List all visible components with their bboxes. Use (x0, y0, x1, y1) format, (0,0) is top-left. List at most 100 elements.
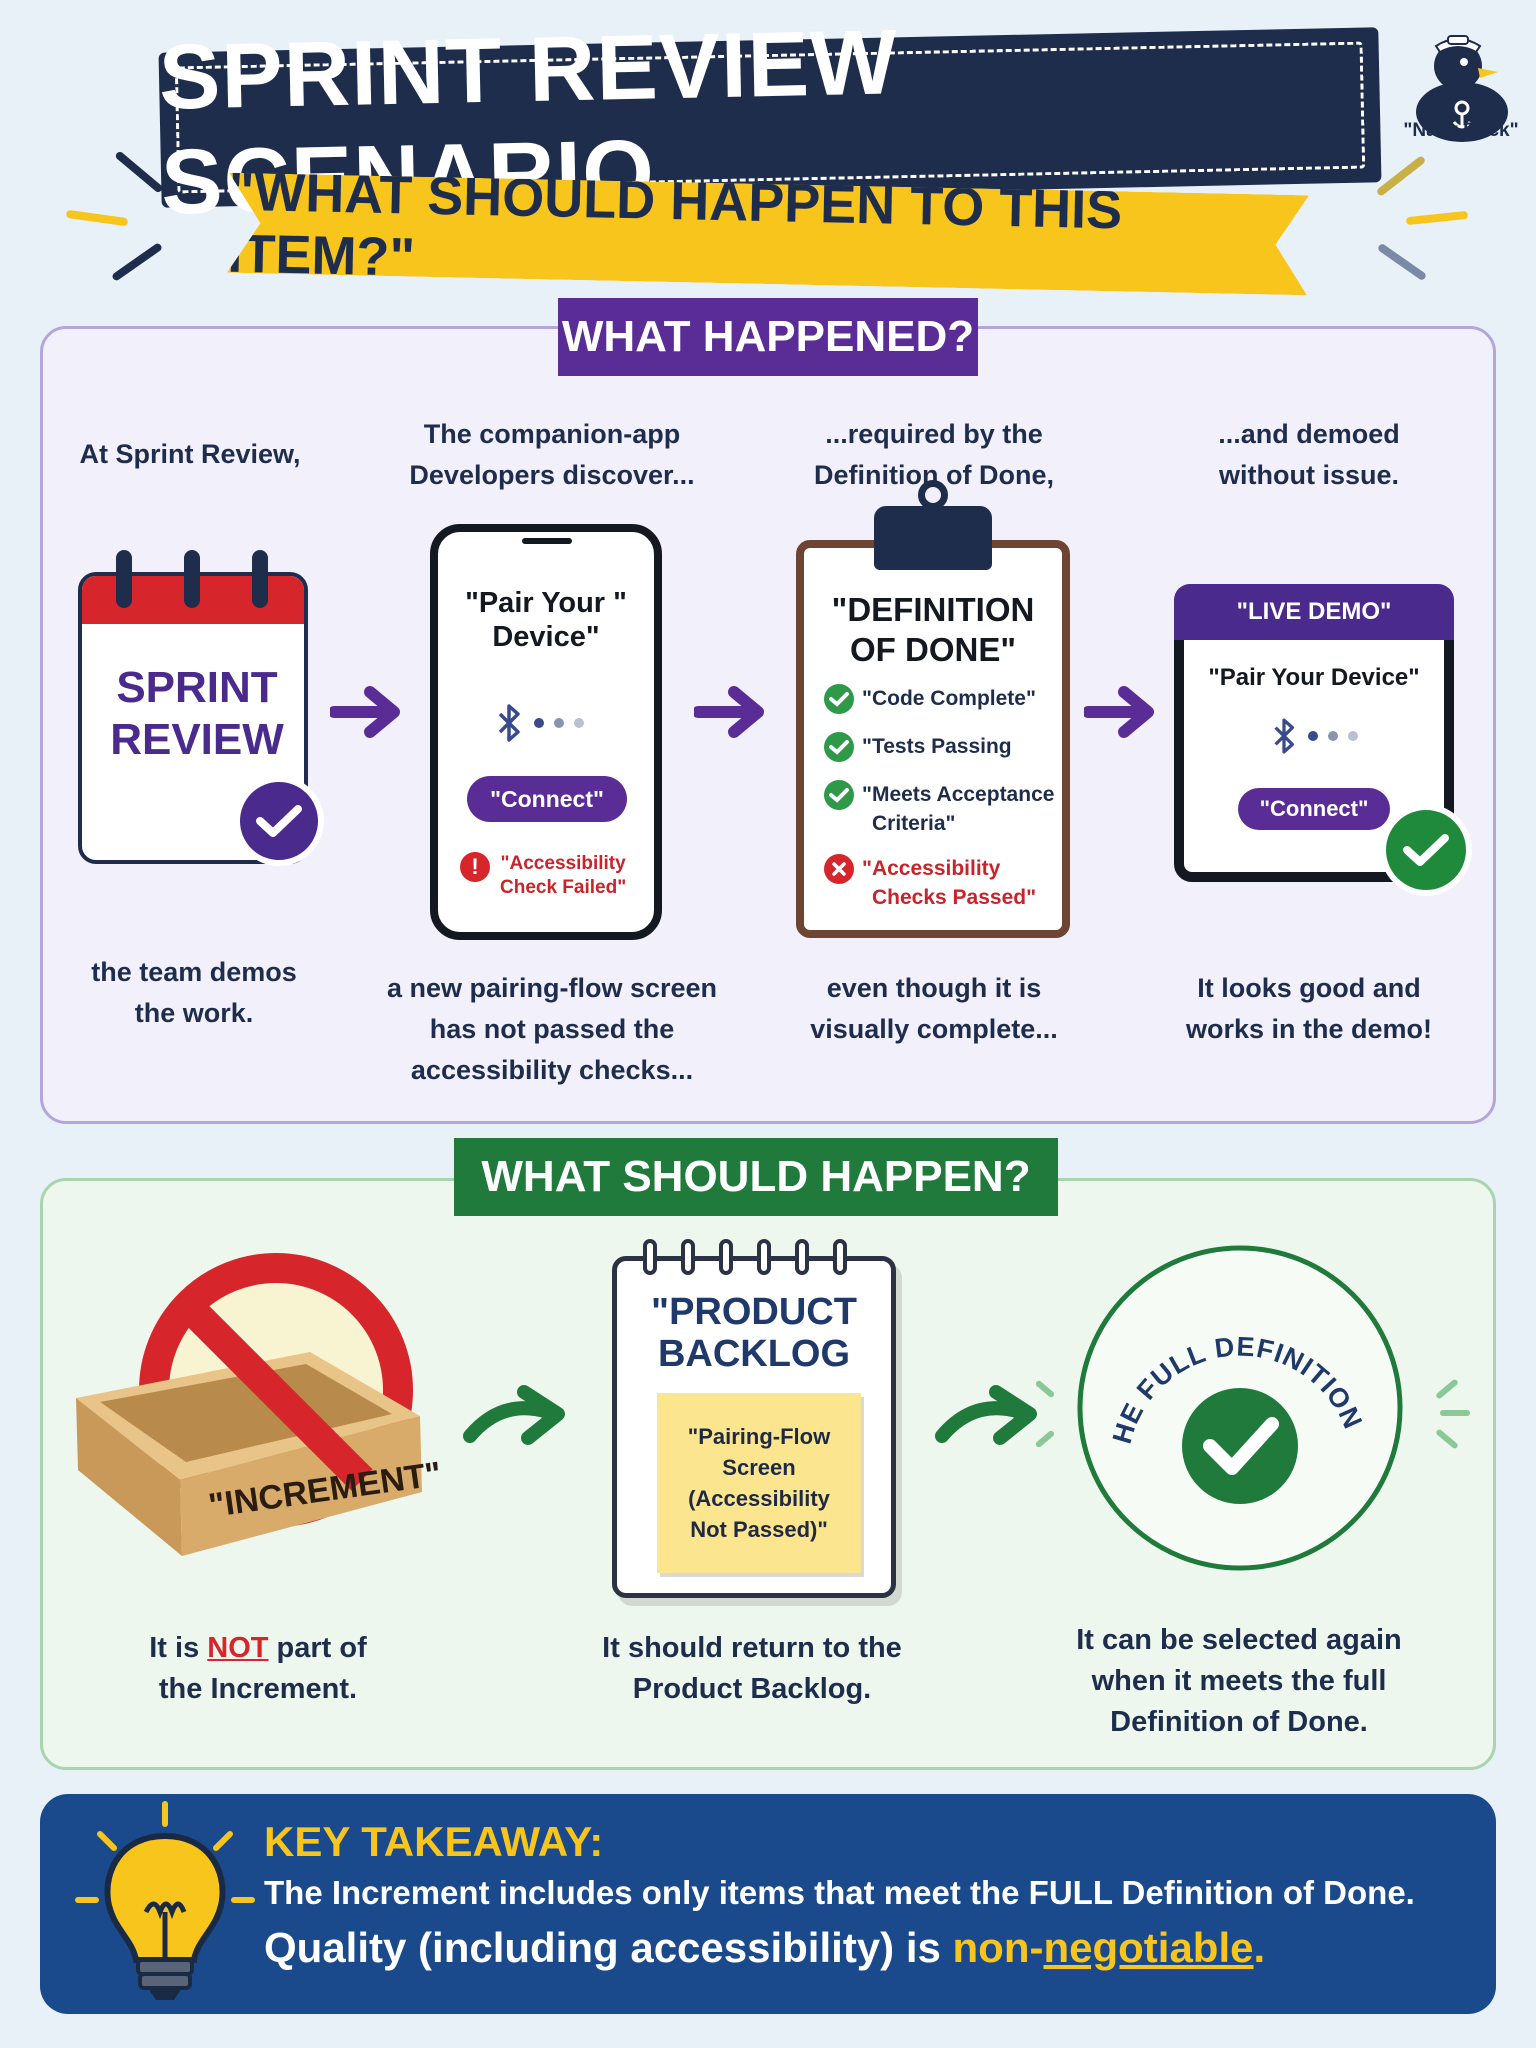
takeaway-text: . (1253, 1924, 1266, 1971)
return-to-backlog-caption: It should return to the Product Backlog. (582, 1628, 922, 1710)
sticky-line: Screen (722, 1455, 796, 1480)
bluetooth-icon (498, 704, 520, 742)
takeaway-line-1: The Increment includes only items that m… (264, 1874, 1415, 1911)
arrow-right-icon (1084, 686, 1154, 738)
takeaway-highlight: non- (952, 1924, 1044, 1971)
key-takeaway-panel (40, 1794, 1496, 2014)
takeaway-heading: KEY TAKEAWAY: (264, 1818, 604, 1865)
dod-item: "Tests Passing (824, 732, 1012, 762)
step2-caption-top: The companion-app Developers discover... (392, 414, 712, 496)
caption-line: ...and demoed (1218, 419, 1400, 449)
notebook-ring (719, 1239, 733, 1275)
warning-line: "Accessibility (500, 853, 626, 874)
sticky-note: "Pairing-Flow Screen (Accessibility Not … (657, 1393, 861, 1573)
live-demo-tablet: "LIVE DEMO" "Pair Your Device" "Connect" (1174, 584, 1454, 882)
burst-line (1405, 210, 1469, 226)
notebook-title-line: BACKLOG (657, 1333, 851, 1375)
caption-line: The companion-app (423, 419, 681, 449)
burst-line (1375, 154, 1427, 198)
calendar-text-line: SPRINT (116, 663, 278, 712)
screen-title-line: "Pair Your " (465, 587, 627, 619)
screen-title-line: Device" (492, 621, 600, 653)
calendar-ring (116, 550, 132, 608)
notebook-ring (795, 1239, 809, 1275)
burst-line (110, 242, 164, 282)
check-icon (824, 780, 854, 810)
mascot-label: "Navy Duck" (1403, 120, 1519, 141)
takeaway-highlight: negotiable (1043, 1924, 1254, 1971)
caption-line: ...required by the (825, 419, 1043, 449)
calendar-text-line: REVIEW (110, 715, 284, 764)
arrow-right-icon (330, 686, 400, 738)
arrow-right-icon (935, 1385, 1037, 1445)
sparkle-line (1440, 1410, 1470, 1416)
tablet-screen-title: "Pair Your Device" (1208, 664, 1420, 691)
not-emphasis: NOT (207, 1632, 269, 1664)
caption-line: the Increment. (158, 1673, 358, 1705)
step1-caption-top: At Sprint Review, (79, 439, 301, 469)
alert-icon: ! (460, 852, 490, 882)
takeaway-text: Quality (including accessibility) is (264, 1924, 953, 1971)
sticky-line: Not Passed)" (690, 1517, 828, 1542)
caption-line: It looks good and (1197, 973, 1421, 1003)
burst-line (1376, 242, 1428, 282)
dod-item-label: "Tests Passing (862, 735, 1012, 758)
x-icon (824, 854, 854, 884)
check-circle-icon (234, 776, 324, 866)
lightbulb-icon (75, 1801, 255, 2000)
caption-line: has not passed the (429, 1014, 675, 1044)
caption-line: It is NOT part of (110, 1628, 406, 1669)
dod-item-label: "Code Complete" (862, 687, 1036, 710)
caption-line: Definition of Done. (1110, 1706, 1368, 1738)
dod-item-label: Criteria" (872, 812, 956, 835)
caption-line: works in the demo! (1185, 1014, 1433, 1044)
dod-item-label: "Meets Acceptance (862, 783, 1055, 806)
caption-text: It is (149, 1632, 208, 1664)
burst-line (114, 150, 164, 194)
caption-line: the work. (134, 998, 254, 1028)
step1-caption-bottom: the team demos the work. (60, 952, 328, 1034)
notebook-ring (833, 1239, 847, 1275)
dod-item: "Meets Acceptance Criteria" (824, 780, 1054, 838)
accessibility-warning: ! "Accessibility Check Failed" (460, 852, 626, 900)
step4-caption-bottom: It looks good and works in the demo! (1164, 968, 1454, 1050)
calendar-ring (184, 550, 200, 608)
caption-text: part of (268, 1632, 367, 1664)
product-backlog-notebook: "PRODUCT BACKLOG "Pairing-Flow Screen (A… (612, 1239, 896, 1598)
step2-caption-bottom: a new pairing-flow screen has not passed… (380, 968, 724, 1091)
arrow-right-icon (463, 1385, 565, 1445)
calendar-ring (252, 550, 268, 608)
bluetooth-icon (1274, 718, 1295, 754)
caption-line: Developers discover... (409, 460, 695, 490)
phone-mockup: "Pair Your " Device" "Connect" ! "Access… (430, 524, 662, 940)
arrow-right-icon (694, 686, 764, 738)
notebook-ring (757, 1239, 771, 1275)
connect-button[interactable]: "Connect" (467, 776, 627, 822)
connect-button[interactable]: "Connect" (1238, 788, 1390, 830)
takeaway-line-2: Quality (including accessibility) is non… (264, 1924, 1265, 1972)
caption-line: a new pairing-flow screen (386, 973, 718, 1003)
clipboard-title-line: "DEFINITION (831, 591, 1035, 628)
caption-line: It can be selected again (1076, 1624, 1402, 1656)
tablet-header: "LIVE DEMO" (1174, 584, 1454, 640)
step4-caption-top: ...and demoed without issue. (1164, 414, 1454, 496)
burst-line (65, 209, 129, 227)
definition-of-done-clipboard: "DEFINITION OF DONE" "Code Complete" "Te… (796, 540, 1070, 938)
sticky-line: "Pairing-Flow (687, 1424, 831, 1449)
dod-item: "Code Complete" (824, 684, 1036, 714)
clipboard-title-line: OF DONE" (850, 631, 1016, 668)
dod-item-label: Checks Passed" (872, 886, 1037, 909)
caption-line: the team demos (91, 957, 297, 987)
increment-box-prohibited-icon (76, 1253, 422, 1556)
definition-of-done-seal: "MEETS THE FULL DEFINITION OF DONE" (1070, 1238, 1403, 1571)
step3-caption-bottom: even though it is visually complete... (784, 968, 1084, 1050)
check-icon (824, 684, 854, 714)
check-circle-icon (1380, 804, 1472, 896)
selected-again-caption: It can be selected again when it meets t… (1054, 1620, 1424, 1743)
caption-line: without issue. (1218, 460, 1399, 490)
what-happened-tag: WHAT HAPPENED? (558, 298, 978, 376)
what-should-happen-tag: WHAT SHOULD HAPPEN? (454, 1138, 1058, 1216)
check-icon (824, 732, 854, 762)
bluetooth-status (494, 702, 584, 744)
caption-line: Product Backlog. (632, 1673, 872, 1705)
